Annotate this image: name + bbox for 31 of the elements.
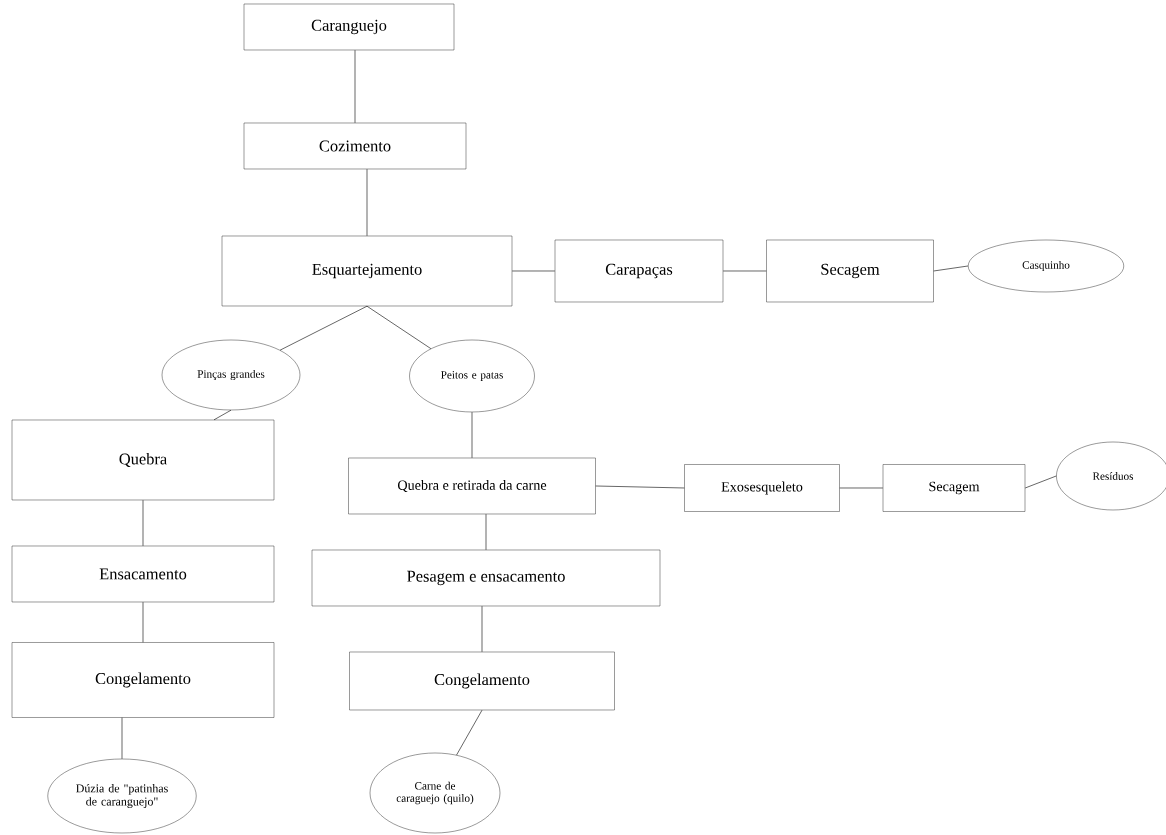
connector-line bbox=[456, 709, 483, 756]
process-box: Carapaças bbox=[554, 239, 724, 303]
process-box: Congelamento bbox=[349, 651, 615, 711]
connector-line bbox=[142, 499, 144, 547]
connector-line bbox=[511, 270, 556, 272]
connector-line bbox=[722, 270, 767, 272]
connector-line bbox=[471, 411, 473, 459]
connector-line bbox=[839, 487, 884, 489]
process-box: Esquartejamento bbox=[221, 235, 513, 307]
connector-line bbox=[142, 601, 144, 643]
process-box: Congelamento bbox=[11, 642, 275, 718]
process-box: Quebra e retirada da carne bbox=[348, 457, 596, 515]
process-box: Secagem bbox=[882, 464, 1026, 512]
connector-line bbox=[354, 49, 356, 124]
process-box: Ensacamento bbox=[11, 545, 275, 603]
connector-line bbox=[213, 409, 232, 421]
connector-line bbox=[485, 513, 487, 551]
connector-line bbox=[121, 717, 123, 760]
process-box: Caranguejo bbox=[243, 3, 455, 51]
connector-line bbox=[366, 305, 432, 349]
connector-line bbox=[1024, 475, 1057, 489]
connector-line bbox=[595, 485, 685, 489]
connector-line bbox=[481, 605, 483, 653]
process-box: Quebra bbox=[11, 419, 275, 501]
connector-line bbox=[933, 265, 969, 272]
connector-line bbox=[279, 305, 368, 351]
process-box: Secagem bbox=[766, 239, 934, 303]
process-box: Pesagem e ensacamento bbox=[311, 549, 661, 607]
connector-line bbox=[366, 168, 368, 237]
process-box: Cozimento bbox=[243, 122, 467, 170]
process-box: Exosesqueleto bbox=[684, 464, 840, 512]
